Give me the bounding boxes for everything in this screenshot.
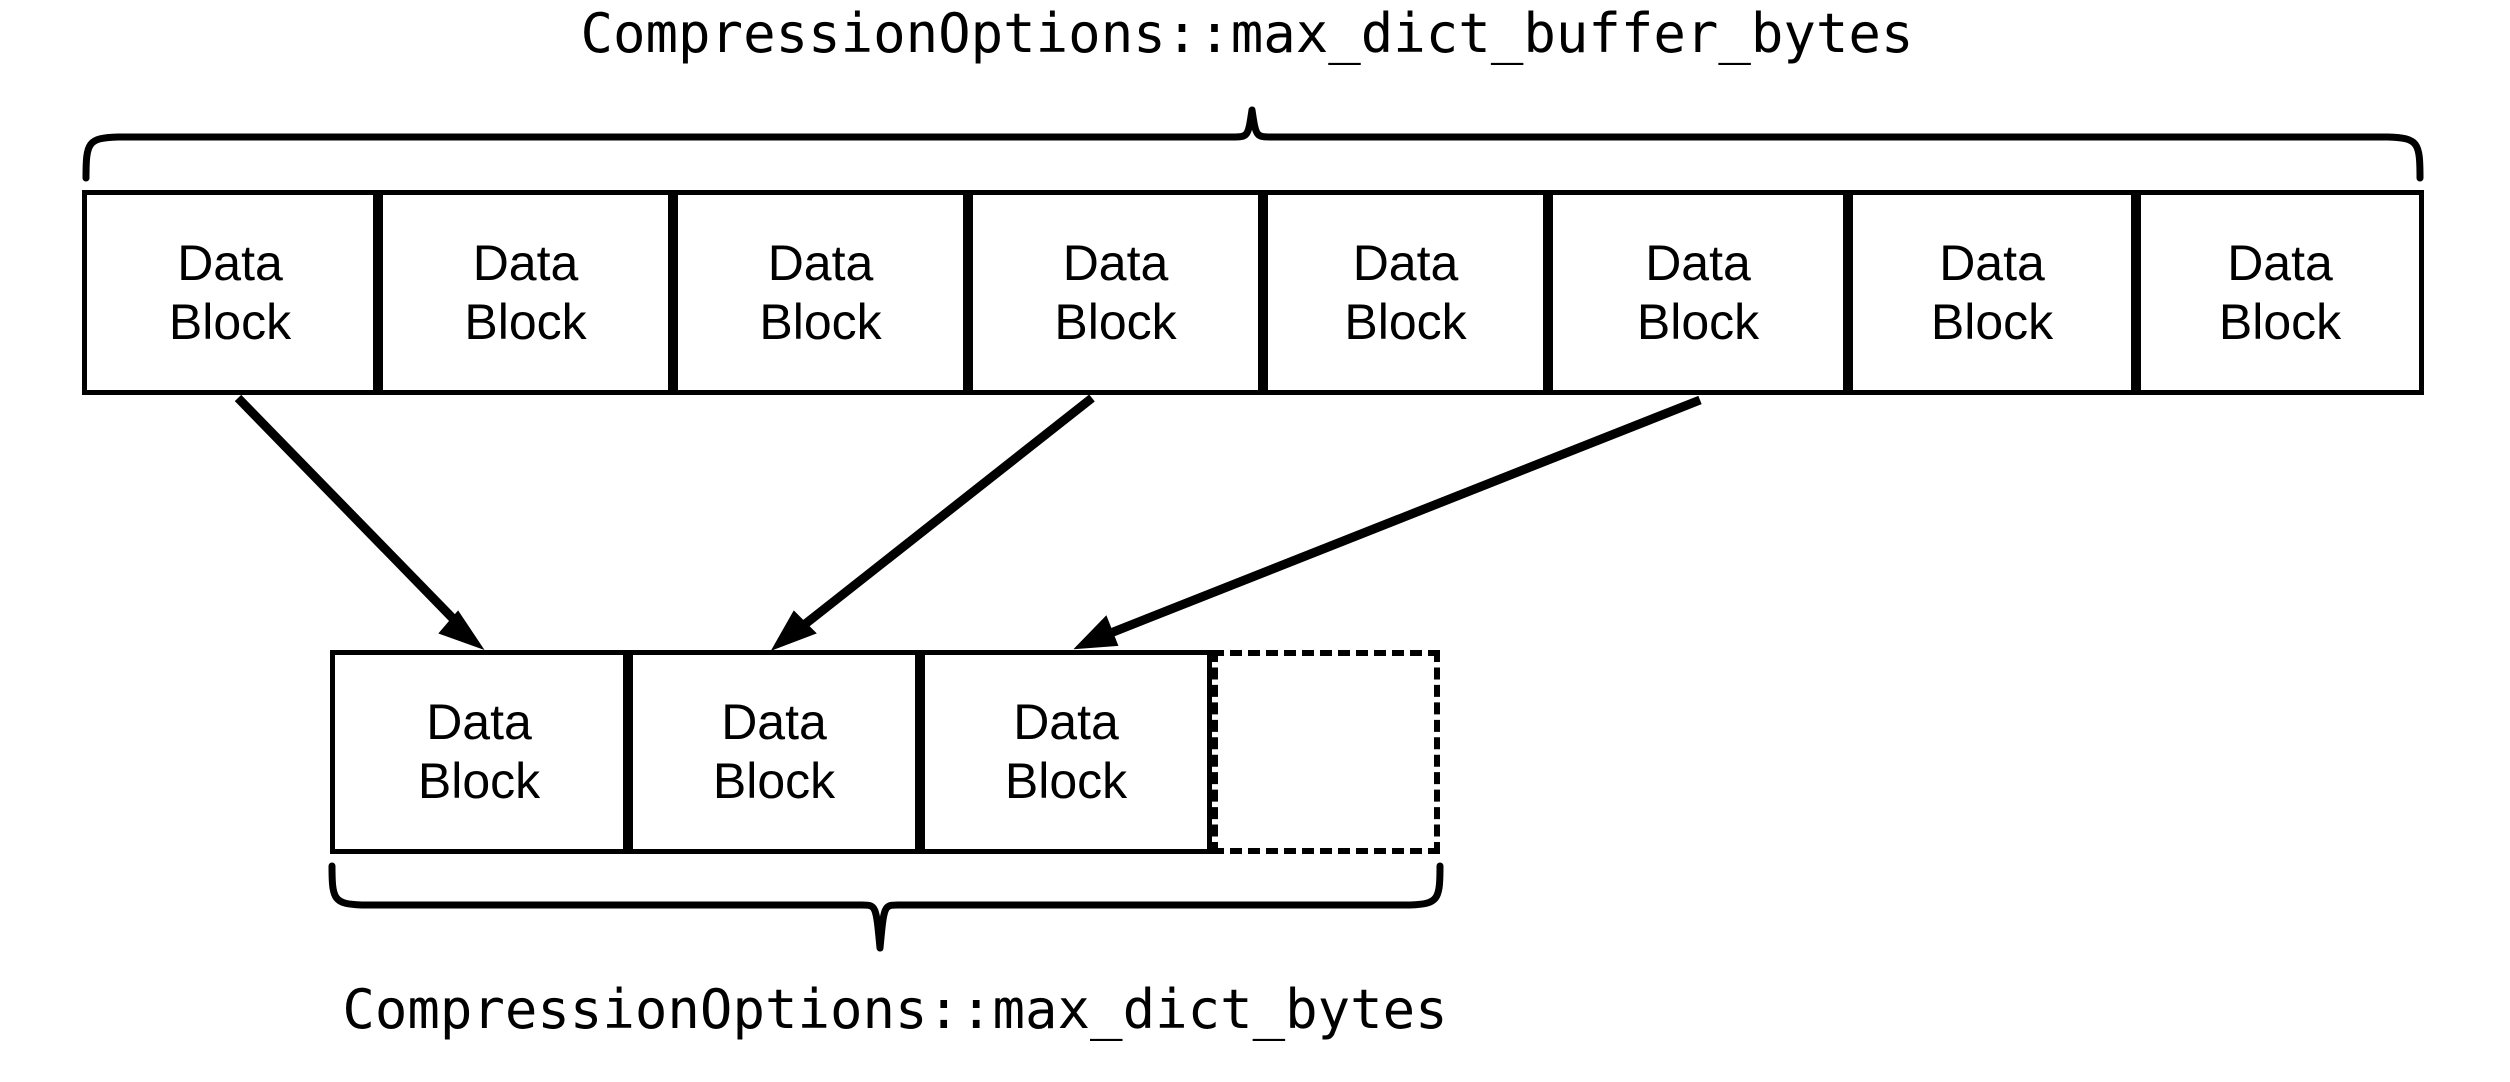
- block-label-line1: Data: [1645, 234, 1751, 291]
- block-label-line2: Block: [1004, 753, 1128, 809]
- block-label-line1: Data: [2227, 234, 2333, 291]
- block-label-line1: Data: [1062, 234, 1169, 291]
- dict-empty-slot[interactable]: [1212, 650, 1440, 854]
- top-brace-label: CompressionOptions::max_dict_buffer_byte…: [580, 2, 1914, 65]
- block-label-line2: Block: [1636, 293, 1760, 350]
- top-data-block-7[interactable]: Data Block: [1848, 190, 2136, 395]
- dict-data-block-1[interactable]: Data Block: [330, 650, 628, 854]
- bottom-brace-label: CompressionOptions::max_dict_bytes: [342, 978, 1448, 1041]
- top-data-block-8[interactable]: Data Block: [2136, 190, 2424, 395]
- arrow-block4-to-dict2: [770, 394, 1095, 651]
- block-label-line2: Block: [712, 753, 836, 809]
- block-label-line2: Block: [759, 293, 882, 350]
- block-label-line2: Block: [1930, 293, 2054, 350]
- bottom-brace: [328, 862, 1444, 952]
- top-data-block-2[interactable]: Data Block: [378, 190, 673, 395]
- block-label-line1: Data: [767, 234, 874, 291]
- block-label-line1: Data: [1352, 234, 1459, 291]
- block-label-line2: Block: [1054, 293, 1177, 350]
- arrow-block6-to-dict3: [1073, 395, 1702, 650]
- block-label-line1: Data: [1939, 234, 2045, 291]
- block-label-line1: Data: [472, 234, 579, 291]
- top-data-block-6[interactable]: Data Block: [1548, 190, 1848, 395]
- block-label-line2: Block: [464, 293, 587, 350]
- arrow-block1-to-dict1: [234, 394, 485, 650]
- block-label-line1: Data: [426, 694, 532, 750]
- dict-data-block-2[interactable]: Data Block: [628, 650, 920, 854]
- block-label-line1: Data: [1013, 694, 1119, 750]
- block-label-line1: Data: [177, 234, 283, 291]
- top-data-block-4[interactable]: Data Block: [968, 190, 1263, 395]
- top-data-block-1[interactable]: Data Block: [82, 190, 378, 395]
- block-label-line2: Block: [1344, 293, 1467, 350]
- top-data-block-5[interactable]: Data Block: [1263, 190, 1548, 395]
- top-brace: [82, 106, 2424, 182]
- block-label-line1: Data: [721, 694, 827, 750]
- dict-data-block-3[interactable]: Data Block: [920, 650, 1212, 854]
- block-label-line2: Block: [168, 293, 292, 350]
- block-label-line2: Block: [2218, 293, 2342, 350]
- top-data-block-3[interactable]: Data Block: [673, 190, 968, 395]
- block-label-line2: Block: [417, 753, 541, 809]
